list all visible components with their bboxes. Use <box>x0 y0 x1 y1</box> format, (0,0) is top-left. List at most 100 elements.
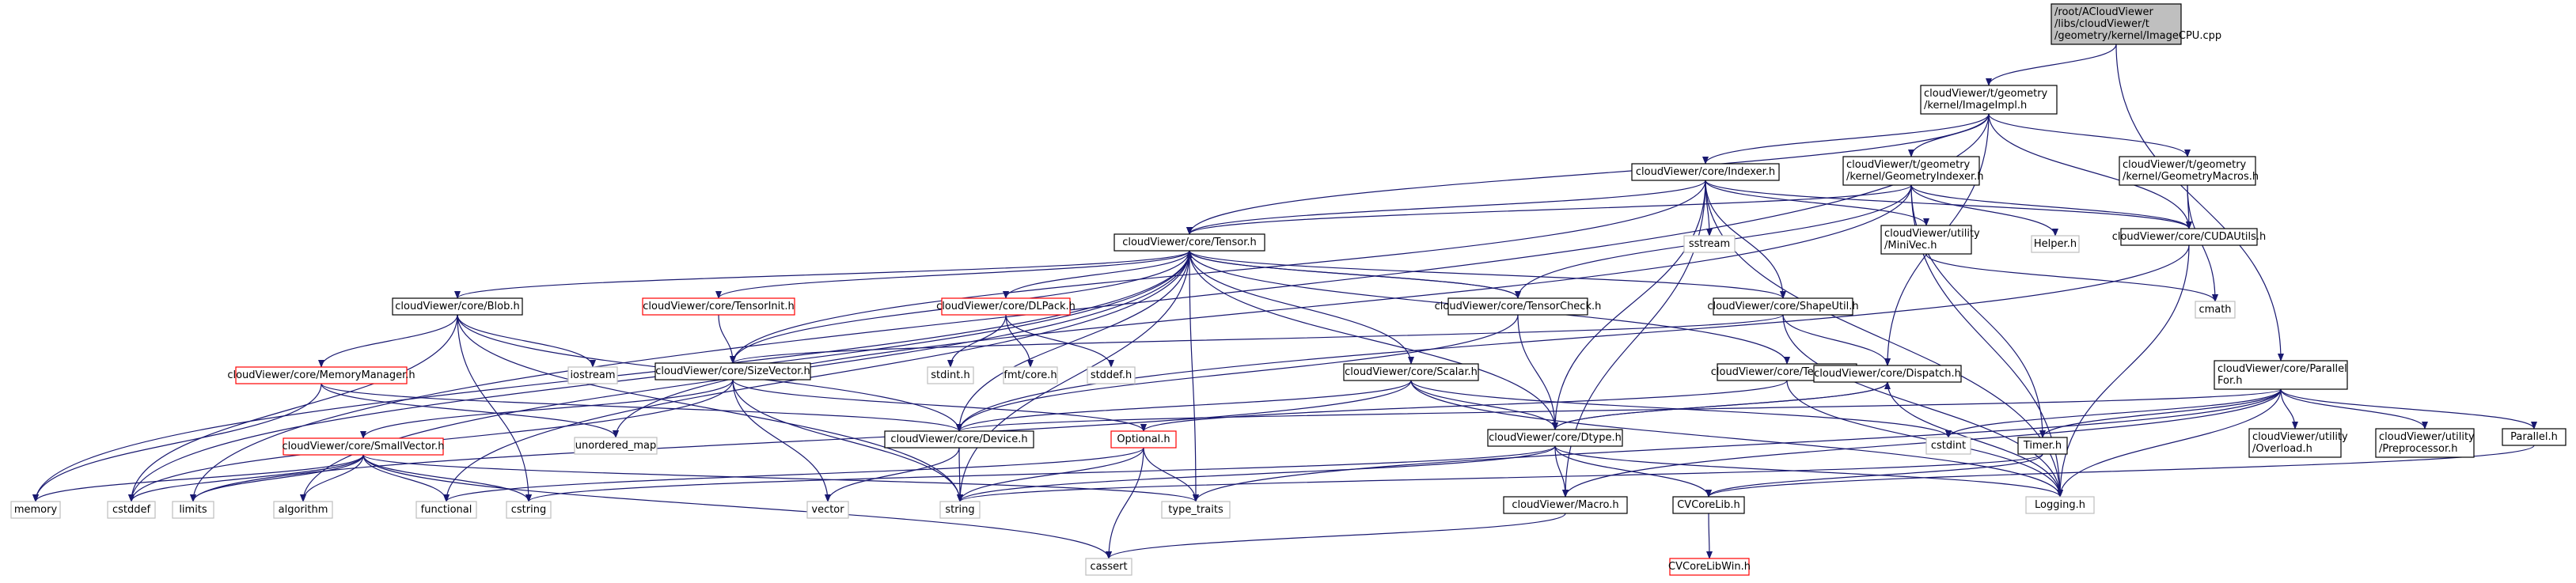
node-functional[interactable]: functional <box>415 501 477 519</box>
node-sizevector[interactable]: cloudViewer/core/SizeVector.h <box>654 362 811 380</box>
node-optional[interactable]: Optional.h <box>1110 430 1177 449</box>
node-dlpack[interactable]: cloudViewer/core/DLPack.h <box>936 297 1076 316</box>
edge-tensor-to-shapeutil <box>1189 250 1786 299</box>
node-box <box>1880 225 1972 255</box>
node-memory[interactable]: memory <box>10 501 61 519</box>
node-root[interactable]: /root/ACloudViewer/libs/cloudViewer/t/ge… <box>2051 3 2221 45</box>
node-label: For.h <box>2217 375 2243 387</box>
edge-indexer-to-sizevector <box>730 180 1706 364</box>
edge-optional-to-type_traits <box>1143 447 1199 502</box>
node-type_traits[interactable]: type_traits <box>1161 501 1231 519</box>
node-box <box>1110 430 1177 449</box>
edge-sizevector-to-optional <box>732 379 1147 432</box>
node-label: cloudViewer/core/TensorInit.h <box>643 301 795 312</box>
node-cassert[interactable]: cassert <box>1085 558 1132 576</box>
node-box <box>1631 163 1780 181</box>
node-label: cloudViewer/core/CUDAUtils.h <box>2112 231 2267 243</box>
edge-optional-to-functional <box>443 447 1144 502</box>
node-label: /root/ACloudViewer <box>2054 6 2153 18</box>
node-label: Parallel.h <box>2510 431 2558 443</box>
node-imageimpl[interactable]: cloudViewer/t/geometry/kernel/ImageImpl.… <box>1920 85 2058 115</box>
node-indexer[interactable]: cloudViewer/core/Indexer.h <box>1631 163 1780 181</box>
node-label: cloudViewer/core/ShapeUtil.h <box>1707 301 1858 312</box>
node-iostream[interactable]: iostream <box>567 366 618 384</box>
edge-blob-to-cstddef <box>128 314 458 502</box>
edge-cudautils-to-logging <box>2057 244 2190 498</box>
node-cvcorelibwin[interactable]: CVCoreLibWin.h <box>1668 558 1751 576</box>
node-algorithm[interactable]: algorithm <box>273 501 333 519</box>
node-cvcorelib[interactable]: CVCoreLib.h <box>1672 496 1745 514</box>
node-limits[interactable]: limits <box>172 501 214 519</box>
node-label: functional <box>421 504 472 516</box>
node-dispatch[interactable]: cloudViewer/core/Dispatch.h <box>1813 365 1962 383</box>
node-box <box>941 297 1071 316</box>
edge-smallvector-to-algorithm <box>300 454 364 502</box>
node-memmgr[interactable]: cloudViewer/core/MemoryManager.h <box>227 366 415 384</box>
node-label: cloudViewer/core/MemoryManager.h <box>227 369 415 381</box>
node-tensor[interactable]: cloudViewer/core/Tensor.h <box>1113 233 1265 252</box>
node-stddef[interactable]: stddef.h <box>1087 366 1136 384</box>
node-box <box>506 501 552 519</box>
node-box <box>1672 496 1745 514</box>
edge-memmgr-to-unordered_map <box>321 383 619 438</box>
node-overload[interactable]: cloudViewer/utility/Overload.h <box>2248 428 2348 458</box>
node-unordered_map[interactable]: unordered_map <box>574 437 658 455</box>
node-tensorcheck[interactable]: cloudViewer/core/TensorCheck.h <box>1435 297 1602 316</box>
node-smallvector[interactable]: cloudViewer/core/SmallVector.h <box>282 437 445 456</box>
edge-tensorinit-to-sizevector <box>718 314 736 364</box>
node-label: unordered_map <box>575 440 657 452</box>
node-shapeutil[interactable]: cloudViewer/core/ShapeUtil.h <box>1707 297 1859 316</box>
node-logging[interactable]: Logging.h <box>2025 496 2095 514</box>
node-box <box>567 366 618 384</box>
edge-shapeutil-to-dispatch <box>1782 314 1891 366</box>
node-cstdint[interactable]: cstdint <box>1925 437 1971 455</box>
node-box <box>415 501 477 519</box>
node-label: Logging.h <box>2035 499 2085 511</box>
node-geommacros[interactable]: cloudViewer/t/geometry/kernel/GeometryMa… <box>2119 156 2259 186</box>
node-box <box>2017 437 2068 455</box>
node-cstddef[interactable]: cstddef <box>107 501 156 519</box>
node-label: algorithm <box>279 504 328 516</box>
node-preprocessor[interactable]: cloudViewer/utility/Preprocessor.h <box>2375 428 2475 458</box>
edge-sizevector-to-string <box>732 379 963 502</box>
node-string[interactable]: string <box>939 501 981 519</box>
edge-smallvector-to-limits <box>190 454 364 502</box>
node-stdint[interactable]: stdint.h <box>927 366 974 384</box>
node-helper[interactable]: Helper.h <box>2031 235 2080 253</box>
node-minivec[interactable]: cloudViewer/utility/MiniVec.h <box>1880 225 1980 255</box>
node-macro[interactable]: cloudViewer/Macro.h <box>1503 496 1628 514</box>
node-label: cloudViewer/core/Tensor.h <box>1122 237 1257 248</box>
node-box <box>1447 297 1588 316</box>
node-cudautils[interactable]: cloudViewer/core/CUDAUtils.h <box>2112 228 2267 246</box>
node-box <box>1920 85 2058 115</box>
node-dtype[interactable]: cloudViewer/core/Dtype.h <box>1487 429 1623 447</box>
node-vector[interactable]: vector <box>806 501 849 519</box>
node-label: iostream <box>570 369 615 381</box>
edge-dlpack-to-stddef <box>1005 314 1114 368</box>
edge-blob-to-iostream <box>457 314 596 368</box>
edge-root-to-parallelfor <box>2115 44 2284 362</box>
node-label: cloudViewer/core/Device.h <box>890 433 1027 445</box>
edge-indexer-to-cudautils <box>1705 180 2192 229</box>
node-device[interactable]: cloudViewer/core/Device.h <box>884 430 1034 449</box>
node-box <box>927 366 974 384</box>
node-scalar[interactable]: cloudViewer/core/Scalar.h <box>1343 363 1479 381</box>
node-fmtcore[interactable]: fmt/core.h <box>1003 366 1058 384</box>
node-blob[interactable]: cloudViewer/core/Blob.h <box>392 297 523 316</box>
node-box <box>806 501 849 519</box>
node-label: cloudViewer/utility <box>2379 431 2475 443</box>
node-label: cloudViewer/t/geometry <box>2123 159 2247 171</box>
edge-memmgr-to-memory <box>32 383 322 502</box>
node-sstream[interactable]: sstream <box>1683 235 1736 253</box>
node-geomindexer[interactable]: cloudViewer/t/geometry/kernel/GeometryIn… <box>1842 156 1984 186</box>
edge-smallvector-to-type_traits <box>362 454 1199 502</box>
edge-geomindexer-to-helper <box>1910 184 2058 237</box>
node-parallel[interactable]: Parallel.h <box>2502 428 2567 446</box>
node-label: cloudViewer/core/DLPack.h <box>936 301 1076 312</box>
node-cstring[interactable]: cstring <box>506 501 552 519</box>
node-cmath[interactable]: cmath <box>2195 301 2236 319</box>
node-tensorinit[interactable]: cloudViewer/core/TensorInit.h <box>642 297 795 316</box>
node-timer[interactable]: Timer.h <box>2017 437 2068 455</box>
node-box <box>2119 156 2256 186</box>
